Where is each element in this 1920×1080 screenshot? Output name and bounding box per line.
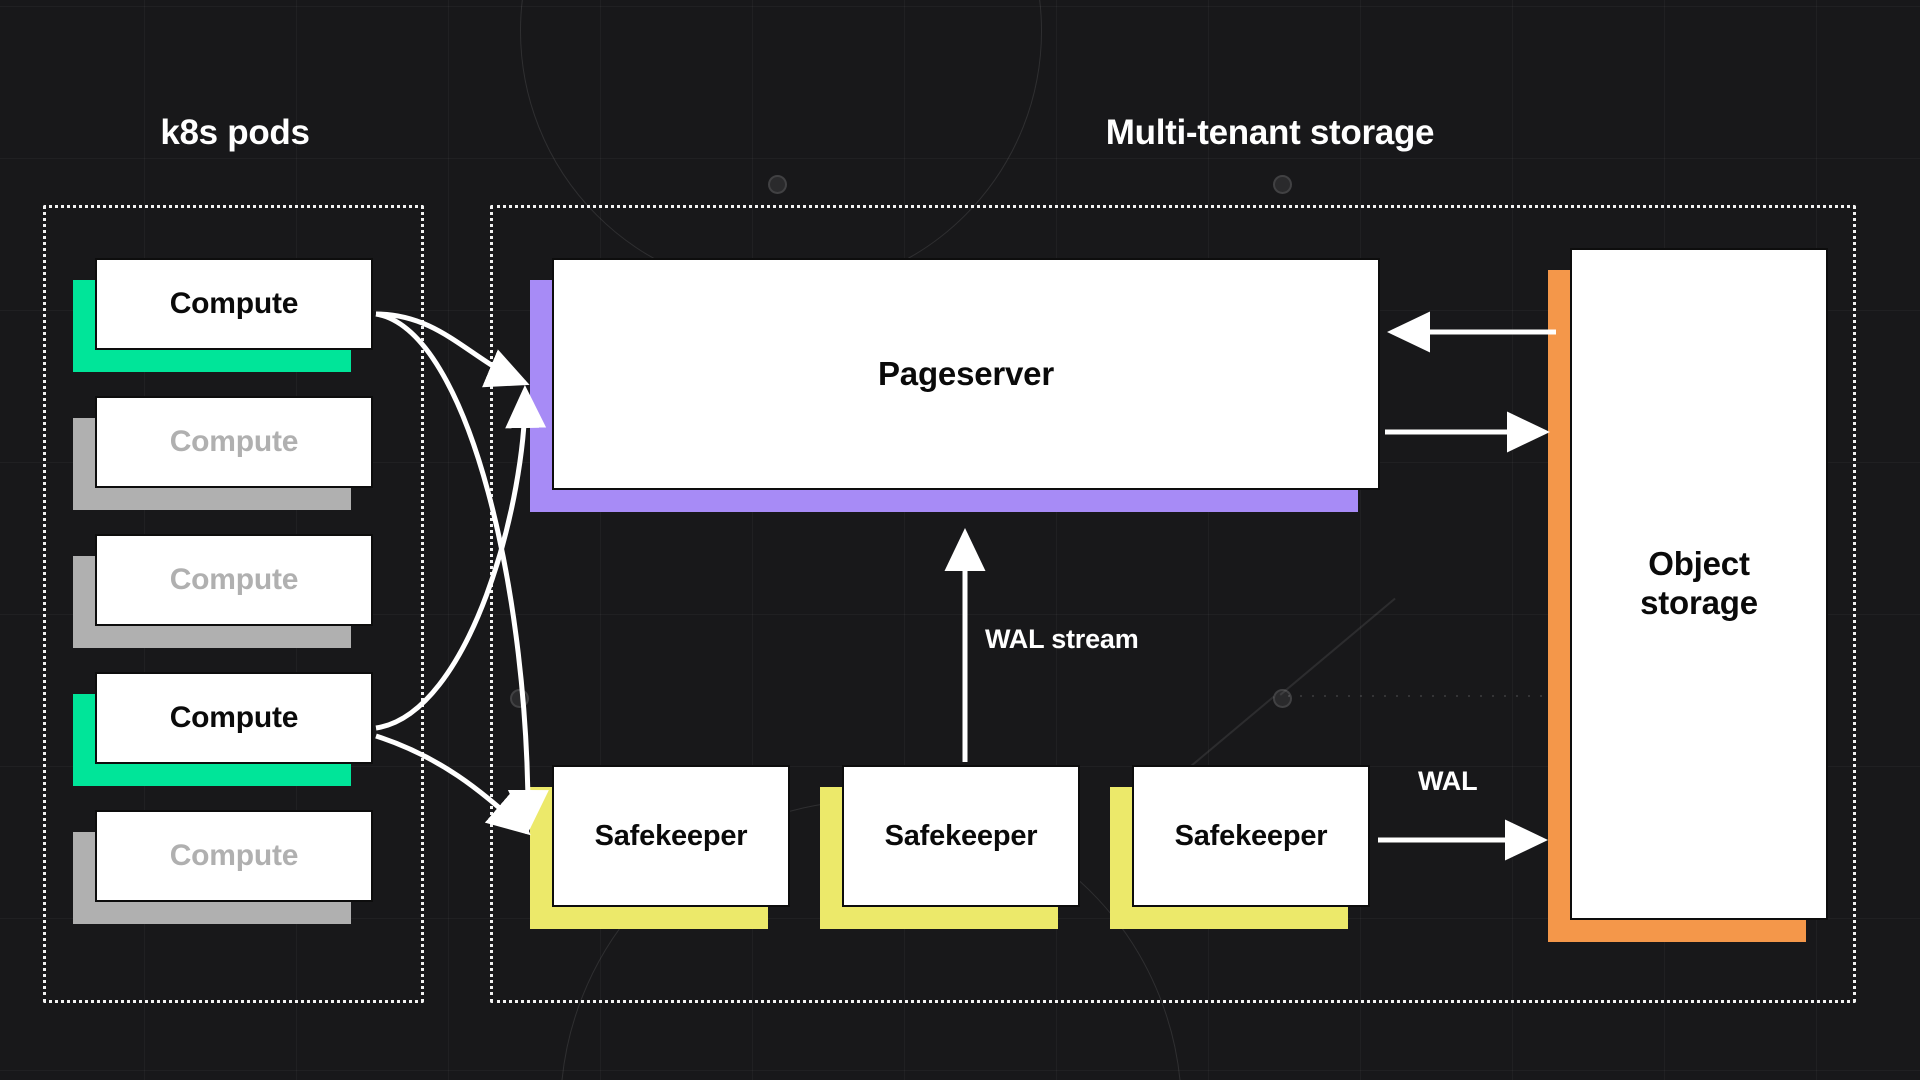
safekeeper-1-label: Safekeeper bbox=[594, 819, 748, 852]
compute-node-4-accent-left bbox=[73, 694, 95, 786]
compute-node-4[interactable]: Compute bbox=[73, 672, 373, 786]
compute-node-1-accent-bottom bbox=[73, 350, 351, 372]
background-dotted-line bbox=[1288, 695, 1548, 697]
object-storage-label-line1: Object bbox=[1648, 545, 1750, 583]
safekeeper-1-card: Safekeeper bbox=[552, 765, 790, 907]
compute-node-3-label: Compute bbox=[169, 563, 299, 597]
compute-node-1-accent-left bbox=[73, 280, 95, 372]
safekeeper-node-2[interactable]: Safekeeper bbox=[820, 765, 1080, 929]
compute-node-4-card: Compute bbox=[95, 672, 373, 764]
compute-node-2-accent-bottom bbox=[73, 488, 351, 510]
safekeeper-node-3[interactable]: Safekeeper bbox=[1110, 765, 1370, 929]
compute-node-1-card: Compute bbox=[95, 258, 373, 350]
compute-node-5-label: Compute bbox=[169, 839, 299, 873]
compute-node-5-accent-left bbox=[73, 832, 95, 924]
compute-node-2-card: Compute bbox=[95, 396, 373, 488]
compute-node-4-label: Compute bbox=[169, 701, 299, 735]
background-node-4 bbox=[1273, 689, 1292, 708]
compute-node-2[interactable]: Compute bbox=[73, 396, 373, 510]
background-node-1 bbox=[768, 175, 787, 194]
pageserver-node[interactable]: Pageserver bbox=[530, 258, 1380, 512]
group-title-storage: Multi-tenant storage bbox=[1105, 113, 1435, 152]
object-storage-node[interactable]: Object storage bbox=[1548, 248, 1828, 942]
safekeeper-2-label: Safekeeper bbox=[884, 819, 1038, 852]
object-storage-accent-left bbox=[1548, 270, 1570, 942]
safekeeper-3-accent-left bbox=[1110, 787, 1132, 929]
object-storage-card: Object storage bbox=[1570, 248, 1828, 920]
compute-node-5[interactable]: Compute bbox=[73, 810, 373, 924]
safekeeper-2-card: Safekeeper bbox=[842, 765, 1080, 907]
compute-node-2-accent-left bbox=[73, 418, 95, 510]
compute-node-4-accent-bottom bbox=[73, 764, 351, 786]
safekeeper-node-1[interactable]: Safekeeper bbox=[530, 765, 790, 929]
pageserver-label: Pageserver bbox=[878, 354, 1054, 392]
safekeeper-1-accent-bottom bbox=[530, 907, 768, 929]
group-title-k8s: k8s pods bbox=[160, 113, 310, 152]
object-storage-label-line2: storage bbox=[1640, 584, 1758, 621]
compute-node-1[interactable]: Compute bbox=[73, 258, 373, 372]
compute-node-3[interactable]: Compute bbox=[73, 534, 373, 648]
edge-label-wal-stream: WAL stream bbox=[985, 624, 1139, 654]
background-node-2 bbox=[1273, 175, 1292, 194]
compute-node-3-card: Compute bbox=[95, 534, 373, 626]
safekeeper-3-accent-bottom bbox=[1110, 907, 1348, 929]
safekeeper-2-accent-bottom bbox=[820, 907, 1058, 929]
safekeeper-2-accent-left bbox=[820, 787, 842, 929]
pageserver-accent-bottom bbox=[530, 490, 1358, 512]
safekeeper-3-card: Safekeeper bbox=[1132, 765, 1370, 907]
safekeeper-3-label: Safekeeper bbox=[1174, 819, 1328, 852]
object-storage-label: Object storage bbox=[1640, 545, 1758, 623]
edge-label-wal: WAL bbox=[1418, 766, 1478, 796]
compute-node-3-accent-bottom bbox=[73, 626, 351, 648]
pageserver-card: Pageserver bbox=[552, 258, 1380, 490]
compute-node-1-label: Compute bbox=[169, 287, 299, 321]
compute-node-5-accent-bottom bbox=[73, 902, 351, 924]
compute-node-5-card: Compute bbox=[95, 810, 373, 902]
compute-node-3-accent-left bbox=[73, 556, 95, 648]
compute-node-2-label: Compute bbox=[169, 425, 299, 459]
pageserver-accent-left bbox=[530, 280, 552, 512]
object-storage-accent-bottom bbox=[1548, 920, 1806, 942]
